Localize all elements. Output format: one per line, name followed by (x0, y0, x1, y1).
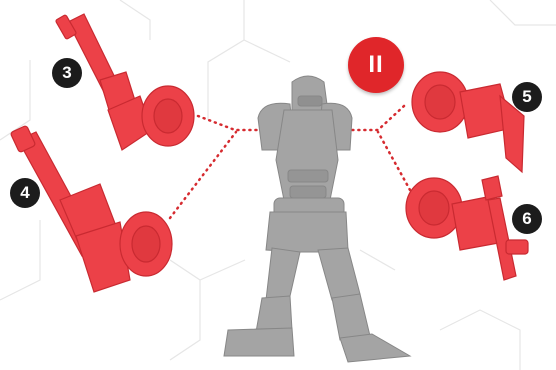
part-5-arm (412, 72, 524, 172)
part-6-axe-head (482, 176, 502, 200)
figure-right-foot (340, 334, 410, 362)
part-5-number-badge: 5 (512, 82, 542, 112)
part-6-arm (406, 176, 528, 280)
part-6-number-badge: 6 (512, 204, 542, 234)
connector-part-4 (170, 132, 236, 218)
figure-left-foot (224, 328, 294, 356)
figure-left-leg (266, 248, 300, 300)
step-number-badge: II (348, 37, 404, 93)
connector-part-5 (346, 106, 404, 130)
part-4-number-badge: 4 (10, 178, 40, 208)
part-3-number-badge: 3 (52, 58, 82, 88)
figure-hips (266, 212, 348, 252)
connector-part-6 (378, 132, 410, 190)
part-4-arm (10, 125, 172, 292)
figure-right-leg (318, 248, 360, 300)
figure-body (224, 76, 410, 362)
